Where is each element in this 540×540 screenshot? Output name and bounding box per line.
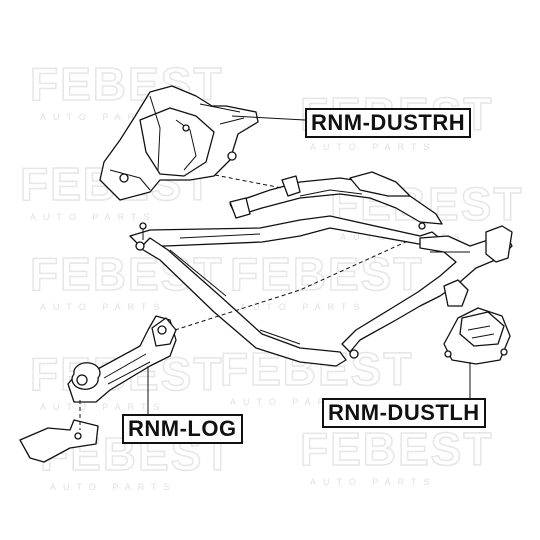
part-rnm-dustrh — [99, 85, 259, 201]
leader-rh — [231, 115, 306, 121]
subframe — [129, 171, 513, 367]
watermark-sub: AUTO PARTS — [30, 212, 157, 222]
watermark-sub: AUTO PARTS — [310, 142, 437, 152]
watermark-sub: AUTO PARTS — [40, 112, 167, 122]
watermark-sub: AUTO PARTS — [240, 302, 367, 312]
part-rnm-dustlh — [443, 307, 511, 365]
watermark-row-3: FEBEST AUTO PARTS FEBEST AUTO PARTS — [29, 247, 423, 312]
watermark-brand: FEBEST — [300, 423, 493, 475]
watermark-sub: AUTO PARTS — [230, 397, 357, 407]
watermark-brand: FEBEST — [230, 248, 423, 300]
part-rnm-log — [19, 315, 177, 463]
watermark-sub: AUTO PARTS — [40, 402, 167, 412]
part-label-rnm-dustlh: RNM-DUSTLH — [322, 398, 486, 428]
part-label-rnm-log: RNM-LOG — [122, 414, 243, 444]
leader-dashed-log — [174, 239, 411, 331]
watermark-sub: AUTO PARTS — [310, 477, 437, 487]
watermark-row-5: FEBEST AUTO PARTS FEBEST AUTO PARTS — [39, 422, 493, 492]
part-label-rnm-dustrh: RNM-DUSTRH — [305, 108, 472, 138]
leader-dashed-rh — [214, 174, 283, 189]
watermark-sub: AUTO PARTS — [40, 302, 167, 312]
watermark-sub: AUTO PARTS — [50, 482, 177, 492]
